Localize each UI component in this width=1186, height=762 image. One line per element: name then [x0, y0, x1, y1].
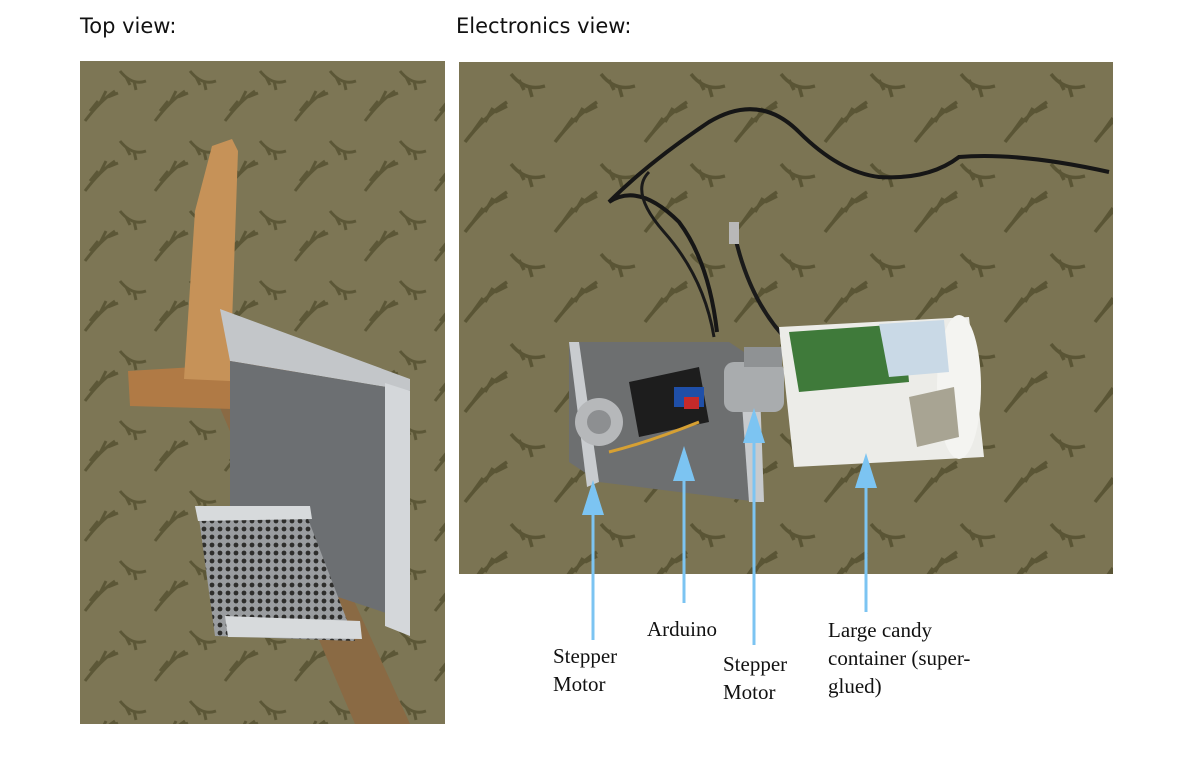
electronics-view-heading: Electronics view:: [456, 14, 632, 38]
top-view-heading: Top view:: [80, 14, 177, 38]
arduino-label: Arduino: [647, 617, 717, 641]
stepper-motor-label-right: Stepper Motor: [723, 650, 787, 706]
label-line: Stepper: [553, 644, 618, 668]
stepper-motor-label-left: Stepper Motor: [553, 642, 617, 698]
label-line: Large candy: [828, 618, 932, 642]
label-line: Motor: [553, 672, 606, 696]
electronics-view-illustration: [459, 62, 1113, 574]
candy-container-label: Large candy container (super- glued): [828, 616, 970, 700]
label-line: container (super-: [828, 646, 971, 670]
label-line: Motor: [723, 680, 776, 704]
label-line: Stepper: [723, 652, 788, 676]
top-view-photo: [80, 61, 445, 724]
top-view-illustration: [80, 61, 445, 724]
electronics-view-photo: [459, 62, 1113, 574]
label-line: glued): [828, 674, 882, 698]
